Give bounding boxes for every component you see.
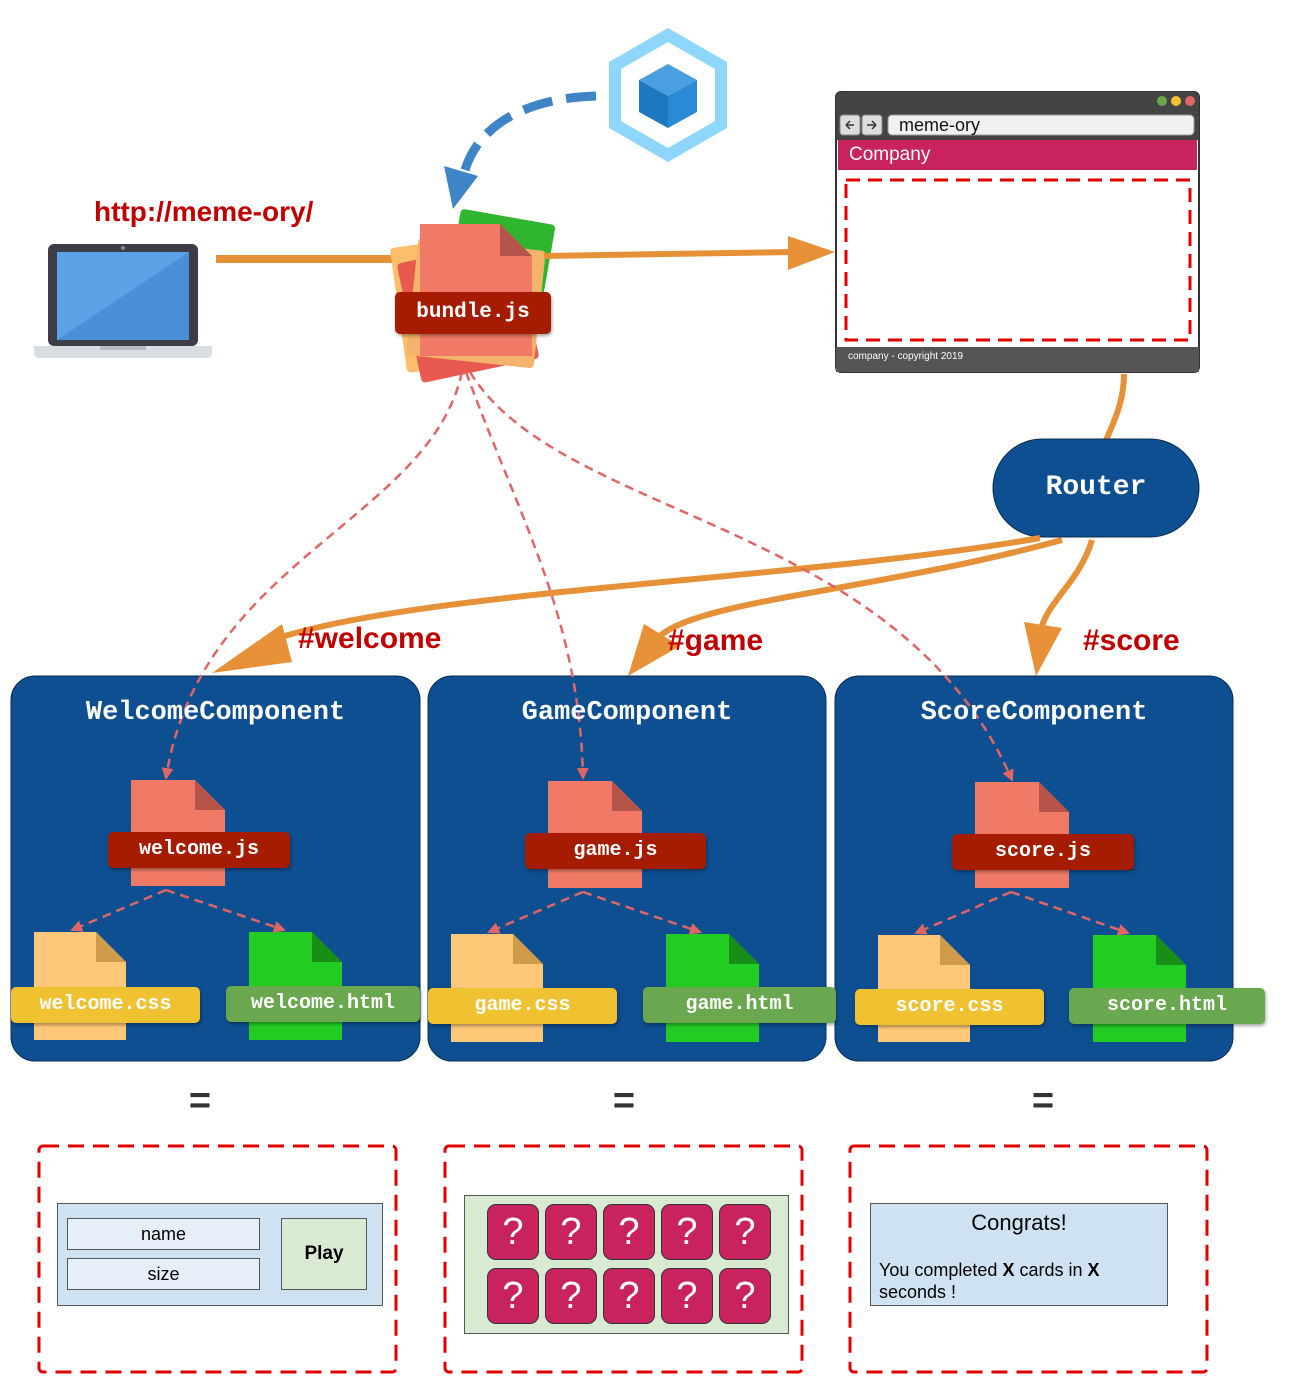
memory-card[interactable]: ?	[545, 1204, 597, 1260]
memory-card[interactable]: ?	[603, 1268, 655, 1324]
browser-window	[835, 91, 1200, 373]
equals-sign-game: =	[612, 1080, 636, 1122]
congrats-title: Congrats!	[971, 1210, 1067, 1235]
game-view-panel: ? ? ? ? ? ? ? ? ? ?	[464, 1195, 789, 1334]
router-label: Router	[1045, 472, 1147, 503]
size-field[interactable]: size	[67, 1258, 260, 1290]
bundle-file-label: bundle.js	[395, 292, 551, 334]
route-game-label: #game	[668, 624, 764, 657]
welcome-css-label: welcome.css	[11, 987, 200, 1023]
render-arrow	[543, 249, 796, 259]
memory-card[interactable]: ?	[487, 1268, 539, 1324]
play-button[interactable]: Play	[281, 1218, 367, 1290]
memory-card[interactable]: ?	[487, 1204, 539, 1260]
memory-card[interactable]: ?	[661, 1268, 713, 1324]
score-seconds-line: seconds !	[879, 1282, 957, 1302]
dependency-arrows	[70, 371, 1130, 936]
route-score-label: #score	[1083, 624, 1180, 657]
build-arrow	[460, 91, 597, 172]
route-arrow-score	[1039, 539, 1095, 628]
welcome-js-label: welcome.js	[108, 832, 290, 868]
game-view-frame	[443, 1144, 804, 1374]
welcome-component-title: WelcomeComponent	[85, 698, 346, 728]
score-js-label: score.js	[952, 834, 1134, 870]
route-arrow-score-head	[1024, 622, 1062, 676]
browser-page-header: Company	[849, 144, 931, 166]
welcome-view-panel: name size Play	[57, 1203, 383, 1306]
game-css-label: game.css	[428, 988, 617, 1024]
score-component-title: ScoreComponent	[920, 698, 1148, 728]
laptop-icon	[34, 244, 212, 358]
memory-card[interactable]: ?	[603, 1204, 655, 1260]
score-view-panel: Congrats! You completed X cards in X sec…	[870, 1203, 1168, 1306]
score-summary-line: You completed X cards in X	[879, 1260, 1100, 1281]
route-arrow-welcome-head	[212, 624, 292, 673]
memory-card[interactable]: ?	[719, 1268, 771, 1324]
browser-address-bar[interactable]: meme-ory	[899, 115, 981, 135]
score-css-label: score.css	[855, 989, 1044, 1025]
route-arrow-welcome	[271, 535, 1041, 643]
router-shape	[992, 438, 1200, 538]
score-view-frame	[848, 1144, 1209, 1374]
game-js-label: game.js	[525, 833, 706, 869]
score-html-label: score.html	[1069, 988, 1265, 1024]
webpack-icon	[609, 28, 727, 162]
build-arrow-head	[444, 166, 478, 209]
route-welcome-label: #welcome	[298, 622, 442, 655]
welcome-view-frame	[37, 1144, 398, 1374]
name-field[interactable]: name	[67, 1218, 260, 1250]
browser-page-footer: company - copyright 2019	[848, 351, 964, 362]
score-cards-count: X	[1002, 1260, 1015, 1280]
route-arrow-game	[657, 537, 1063, 639]
memory-card[interactable]: ?	[719, 1204, 771, 1260]
equals-sign-welcome: =	[188, 1080, 212, 1122]
welcome-html-label: welcome.html	[226, 986, 420, 1022]
browser-router-connector	[1103, 373, 1127, 442]
score-text-c: cards in	[1014, 1260, 1088, 1280]
memory-card[interactable]: ?	[545, 1268, 597, 1324]
equals-sign-score: =	[1031, 1080, 1055, 1122]
score-text-a: You completed	[879, 1260, 1003, 1280]
score-seconds-count: X	[1087, 1260, 1100, 1280]
render-arrow-head	[788, 236, 835, 270]
welcome-css-file-icon	[34, 932, 126, 1040]
route-arrow-game-head	[628, 624, 680, 676]
game-html-label: game.html	[643, 987, 836, 1023]
memory-card[interactable]: ?	[661, 1204, 713, 1260]
game-component-title: GameComponent	[521, 698, 733, 728]
url-label: http://meme-ory/	[94, 196, 314, 227]
